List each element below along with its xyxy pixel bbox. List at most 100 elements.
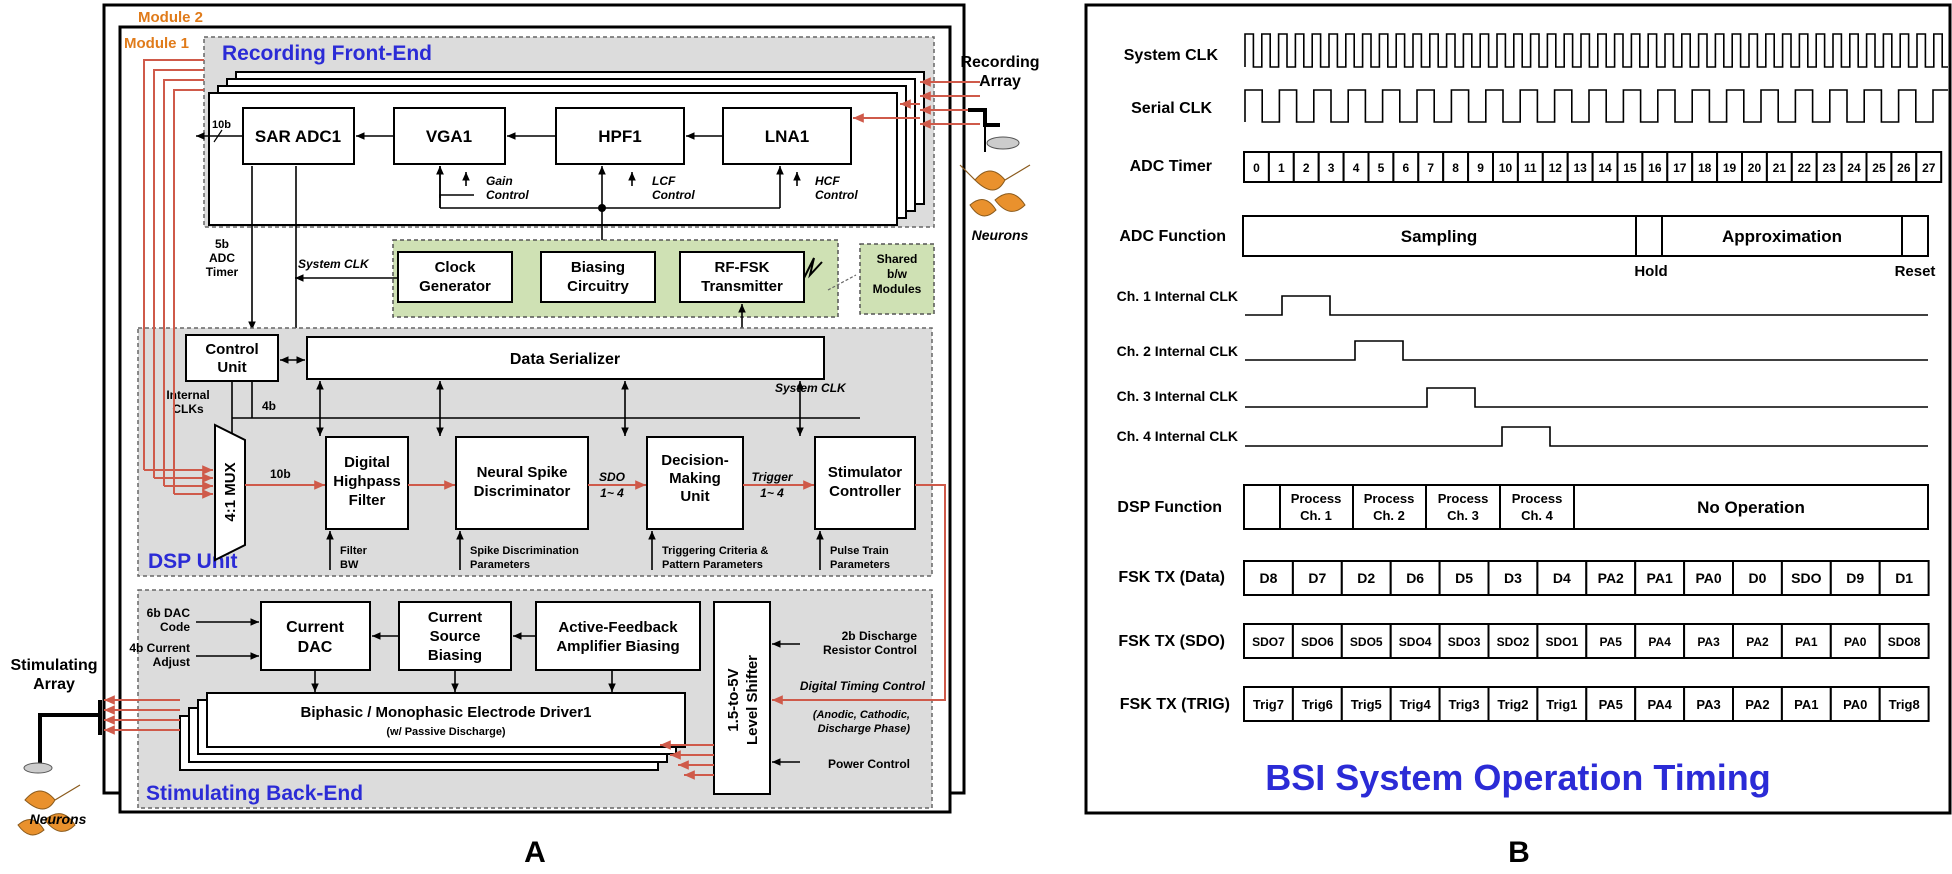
antenna-icon <box>803 257 823 279</box>
fsk-trig-cell <box>1340 686 1392 722</box>
adc-timer-cell-label: 10 <box>1499 161 1513 175</box>
fsk-sdo-cell-label: PA3 <box>1697 635 1720 649</box>
fsk-data-cell <box>1683 560 1734 596</box>
level-shifter-block <box>713 601 771 795</box>
adc-timer-cell-label: 20 <box>1748 161 1762 175</box>
adc-timer-cell-label: 16 <box>1648 161 1662 175</box>
fsk-data-cell-label: D1 <box>1895 570 1913 586</box>
adc-timer-cell-label: 6 <box>1403 161 1410 175</box>
current-source-biasing-block <box>398 601 512 671</box>
adc-reset-cell <box>1901 215 1929 257</box>
fsk-sdo-cell-label: SDO1 <box>1546 635 1579 649</box>
fsk-trig-cell <box>1878 686 1930 722</box>
fsk-sdo-cell <box>1829 623 1881 659</box>
fsk-sdo-cell <box>1340 623 1392 659</box>
adc-timer-cell-label: 12 <box>1549 161 1563 175</box>
power-control-label: Power Control <box>828 757 910 771</box>
adc-timer-cell-label: 19 <box>1723 161 1737 175</box>
fsk-trig-cell-label: PA1 <box>1794 697 1818 712</box>
fsk-sdo-cell-label: SDO2 <box>1497 635 1530 649</box>
fsk-data-cell-label: D0 <box>1748 570 1766 586</box>
fsk-trig-cell-label: Trig6 <box>1302 697 1333 712</box>
fsk-trig-cell-label: PA2 <box>1745 697 1769 712</box>
row-label-fsk-sdo: FSK TX (SDO) <box>1118 633 1225 650</box>
fsk-data-cell-label: D6 <box>1406 570 1424 586</box>
fsk-trig-cell-label: Trig7 <box>1253 697 1284 712</box>
row-label-ch3: Ch. 3 Internal CLK <box>1117 388 1238 404</box>
data-serializer-block <box>306 336 825 380</box>
fsk-data-cell-label: D5 <box>1455 570 1473 586</box>
fsk-data-cell-label: D4 <box>1553 570 1571 586</box>
fsk-trig-cell-label: Trig2 <box>1497 697 1528 712</box>
control-unit-block <box>185 334 279 382</box>
adc-timer-cell-label: 1 <box>1278 161 1285 175</box>
timing-title: BSI System Operation Timing <box>1265 757 1770 798</box>
fsk-trig-cell-label: PA4 <box>1647 697 1672 712</box>
dsp-idle-cell <box>1243 484 1281 530</box>
fsk-sdo-cell-label: PA2 <box>1746 635 1769 649</box>
fsk-data-cell <box>1340 560 1392 596</box>
fsk-sdo-cell-label: PA5 <box>1600 635 1623 649</box>
adc-timer-cell <box>1292 151 1320 183</box>
adc-timer-cell <box>1243 151 1270 183</box>
fsk-sdo-cell-label: PA1 <box>1795 635 1818 649</box>
dsp-cell-ch3 <box>1425 484 1501 530</box>
adc-timer-cell <box>1392 151 1420 183</box>
adc-timer-cell <box>1890 151 1918 183</box>
fsk-sdo-cell <box>1487 623 1539 659</box>
fsk-sdo-cell-label: PA4 <box>1648 635 1671 649</box>
timing-panel-frame <box>1084 3 1952 815</box>
shared-note <box>859 243 935 315</box>
adc-timer-cell-label: 3 <box>1328 161 1335 175</box>
fsk-trig-cell-label: Trig1 <box>1546 697 1577 712</box>
adc-reset-label: Reset <box>1895 263 1936 280</box>
recording-neurons-icon <box>959 164 1031 217</box>
adc-timer-cell <box>1566 151 1594 183</box>
module1-label: Module 1 <box>124 35 189 52</box>
dsp-no-op-label: No Operation <box>1697 498 1805 517</box>
system-clk-waveform <box>1244 33 1948 68</box>
adc-sampling-cell <box>1242 215 1637 257</box>
vga-block <box>393 107 506 165</box>
dsp-system-clk-label: System CLK <box>775 381 847 395</box>
active-feedback-amplifier-biasing-block <box>535 601 701 671</box>
fsk-sdo-cell <box>1732 623 1783 659</box>
adc-sampling-label: Sampling <box>1401 227 1478 246</box>
fsk-data-cell <box>1243 560 1294 596</box>
adc-timer-cell-label: 2 <box>1303 161 1310 175</box>
fsk-sdo-cell <box>1389 623 1441 659</box>
adc-timer-cell-label: 9 <box>1477 161 1484 175</box>
data-serializer-label: Data Serializer <box>510 351 620 368</box>
adc-approximation-cell <box>1661 215 1903 257</box>
row-label-adc-timer: ADC Timer <box>1130 158 1212 175</box>
adc-timer-cell <box>1765 151 1793 183</box>
ch4-clk-waveform <box>1245 426 1928 447</box>
fsk-trig-cell-label: PA5 <box>1599 697 1623 712</box>
fsk-sdo-cell-label: SDO5 <box>1350 635 1383 649</box>
fsk-sdo-cell <box>1634 623 1686 659</box>
row-label-system-clk: System CLK <box>1124 47 1219 64</box>
fsk-data-cell-label: D9 <box>1846 570 1864 586</box>
fsk-sdo-cell-label: SDO7 <box>1252 635 1285 649</box>
adc-timer-cell-label: 8 <box>1452 161 1459 175</box>
serial-clk-waveform <box>1244 89 1948 123</box>
adc-timer-cell-label: 21 <box>1773 161 1787 175</box>
row-label-fsk-trig: FSK TX (TRIG) <box>1120 696 1230 713</box>
